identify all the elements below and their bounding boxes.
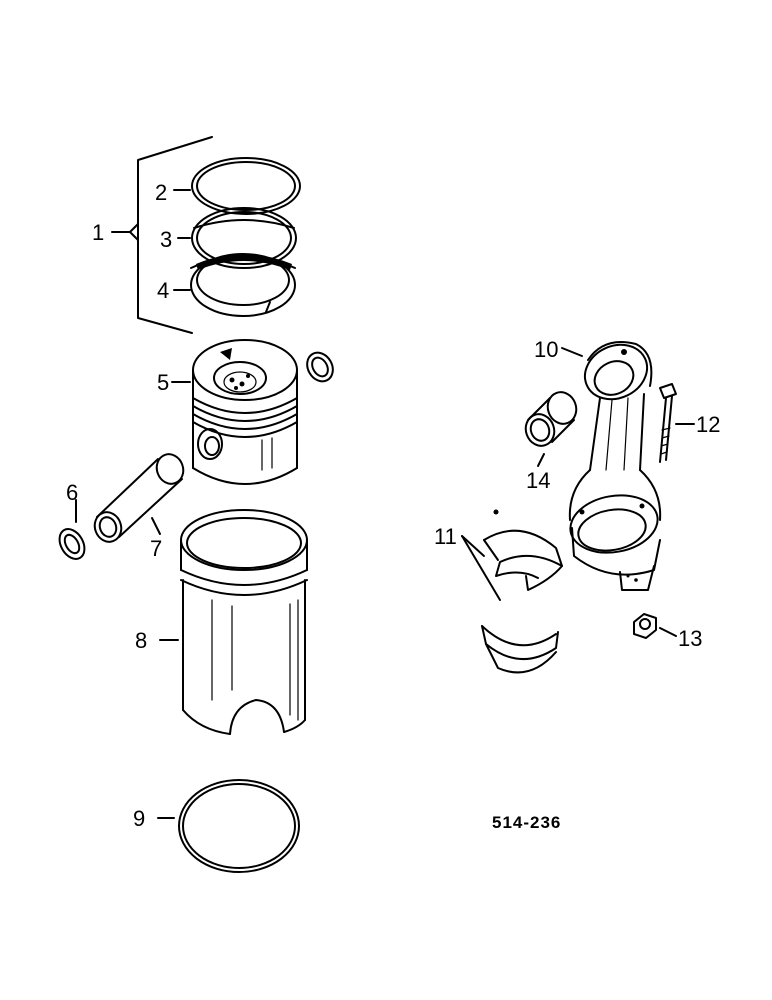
callout-13: 13 xyxy=(678,626,702,651)
callout-1: 1 xyxy=(92,220,104,245)
callout-14: 14 xyxy=(526,468,550,493)
callout-4: 4 xyxy=(157,278,169,303)
callout-9: 9 xyxy=(133,806,145,831)
piston-ring-second xyxy=(177,207,297,269)
piston-ring-top xyxy=(173,157,301,215)
callout-7: 7 xyxy=(150,536,162,561)
callout-5: 5 xyxy=(157,370,169,395)
rod-bushing xyxy=(524,391,578,467)
callout-11: 11 xyxy=(434,524,457,549)
piston-pin xyxy=(93,453,185,543)
callout-12: 12 xyxy=(696,412,720,437)
callout-8: 8 xyxy=(135,628,147,653)
connecting-rod xyxy=(561,341,662,591)
callout-6: 6 xyxy=(66,480,78,505)
callout-3: 3 xyxy=(160,227,172,252)
piston xyxy=(171,339,298,485)
ring-set-bracket xyxy=(111,136,213,334)
callout-10: 10 xyxy=(534,337,558,362)
bearing-shells xyxy=(461,509,563,674)
snap-ring-right xyxy=(306,351,334,383)
snap-ring xyxy=(58,499,86,560)
cylinder-liner xyxy=(159,509,308,735)
rod-bolt xyxy=(659,383,695,463)
reference-number: 514-236 xyxy=(492,813,561,832)
o-ring xyxy=(157,779,300,873)
piston-ring-oil xyxy=(173,253,296,317)
rod-nut xyxy=(633,613,677,639)
callout-2: 2 xyxy=(155,180,167,205)
